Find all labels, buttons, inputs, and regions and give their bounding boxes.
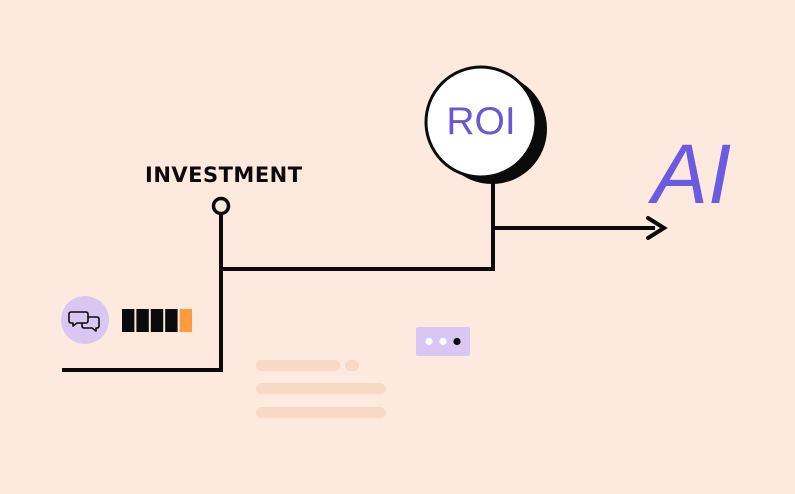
investment-label: INVESTMENT <box>145 163 303 187</box>
arrow-head-icon <box>646 216 668 240</box>
chat-bubbles-icon <box>68 311 100 332</box>
roi-circle <box>424 65 538 179</box>
progress-segment-empty <box>179 309 192 332</box>
investment-pin-icon <box>211 196 231 216</box>
progress-segment-filled <box>165 309 178 332</box>
chat-badge <box>61 296 109 344</box>
placeholder-line <box>256 360 340 371</box>
three-dots-icon <box>425 337 461 346</box>
progress-bar <box>121 309 193 332</box>
placeholder-dot <box>345 360 359 371</box>
placeholder-line <box>256 407 386 418</box>
progress-segment-filled <box>122 309 135 332</box>
placeholder-text-block <box>256 360 386 418</box>
ai-label: AI <box>652 127 732 221</box>
progress-segment-filled <box>150 309 164 332</box>
placeholder-line <box>256 383 386 394</box>
growth-path-line <box>62 226 655 372</box>
roi-label: ROI <box>446 100 516 143</box>
progress-segment-filled <box>136 309 149 332</box>
